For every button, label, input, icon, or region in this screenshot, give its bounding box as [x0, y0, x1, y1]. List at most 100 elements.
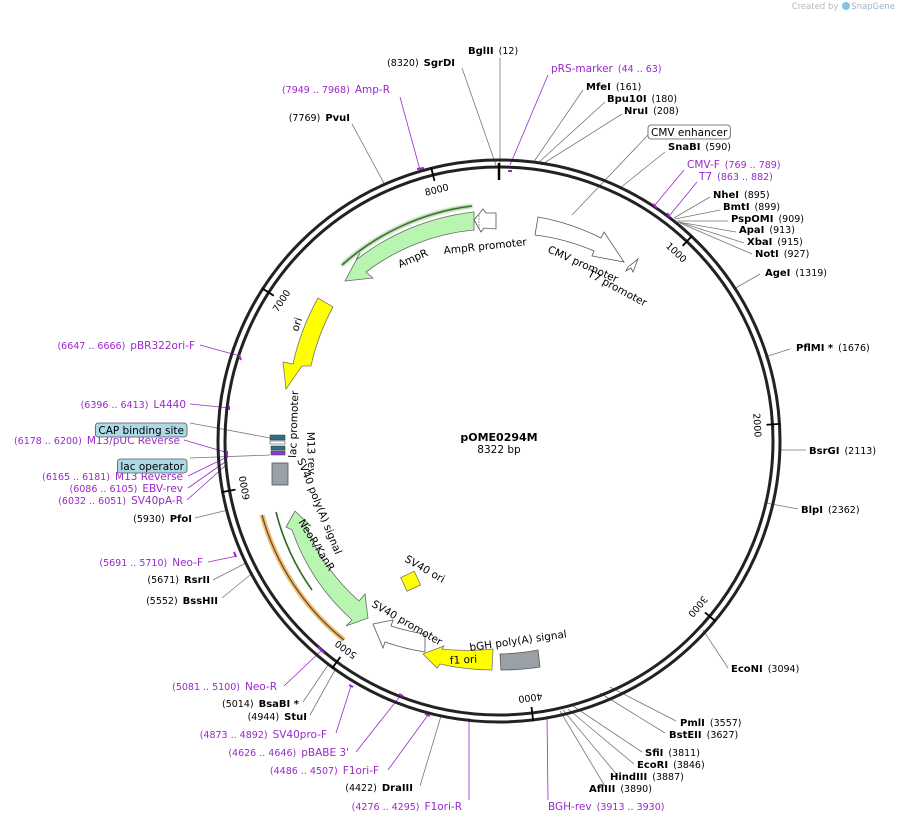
site-position-pbr322: (6647 .. 6666)	[57, 341, 125, 352]
site-name-apai: ApaI	[739, 225, 764, 236]
site-position-stui: (4944)	[248, 712, 280, 723]
site-label-f1orif[interactable]: (4486 .. 4507) F1ori-F	[270, 765, 379, 777]
site-position-bglii: (12)	[499, 46, 519, 57]
leader-f1orif	[387, 714, 429, 771]
site-position-noti: (927)	[784, 249, 810, 260]
site-label-mfei[interactable]: MfeI (161)	[586, 82, 641, 93]
site-label-sfii[interactable]: SfiI (3811)	[645, 748, 700, 759]
site-position-neof: (5691 .. 5710)	[99, 558, 167, 569]
site-label-pspomi[interactable]: PspOMI (909)	[731, 214, 804, 225]
feature-bgh-polya-box[interactable]	[499, 649, 541, 671]
feature-neor-arrow[interactable]	[285, 510, 369, 627]
site-label-neof[interactable]: (5691 .. 5710) Neo-F	[99, 557, 203, 569]
site-label-blpi[interactable]: BlpI (2362)	[801, 505, 860, 516]
primer-marks	[226, 167, 671, 717]
site-label-bsabi[interactable]: (5014) BsaBI *	[222, 699, 300, 710]
leader-stui	[309, 669, 336, 716]
features	[259, 205, 639, 671]
site-label-l4440[interactable]: (6396 .. 6413) L4440	[81, 399, 186, 411]
site-label-bmti[interactable]: BmtI (899)	[723, 202, 780, 213]
site-label-sv40par[interactable]: (6032 .. 6051) SV40pA-R	[58, 495, 183, 507]
feature-tag-cmvenh[interactable]: CMV enhancer	[651, 127, 728, 139]
site-label-bsshii[interactable]: (5552) BssHII	[146, 596, 218, 607]
feature-m13rev-box[interactable]	[270, 450, 286, 456]
site-label-m13rev[interactable]: (6165 .. 6181) M13 Reverse	[42, 471, 183, 483]
site-label-nrui[interactable]: NruI (208)	[624, 106, 679, 117]
site-position-pfoi: (5930)	[133, 514, 165, 525]
site-label-bpu10i[interactable]: Bpu10I (180)	[607, 94, 677, 105]
site-name-econi: EcoNI	[731, 664, 763, 675]
feature-t7-promoter-arrow[interactable]	[625, 257, 639, 273]
site-name-ampr-p: Amp-R	[355, 84, 390, 96]
site-label-sv40prof[interactable]: (4873 .. 4892) SV40pro-F	[200, 729, 327, 741]
feature-tag-cap[interactable]: CAP binding site	[98, 425, 184, 437]
site-label-m13puc[interactable]: (6178 .. 6200) M13/pUC Reverse	[14, 435, 180, 447]
feature-lac-promoter-box[interactable]	[269, 440, 286, 445]
site-label-nhei[interactable]: NheI (895)	[713, 190, 770, 201]
feature-cmv-promoter-arrow[interactable]	[534, 216, 625, 263]
feature-sv40-ori-box[interactable]	[400, 570, 422, 592]
site-position-nhei: (895)	[744, 190, 770, 201]
feature-ampr-arrow[interactable]	[344, 211, 475, 282]
feature-tag-laco[interactable]: lac operator	[120, 461, 184, 473]
tick-label-3000: 3000	[685, 593, 709, 619]
site-position-pbabe: (4626 .. 4646)	[228, 748, 296, 759]
site-label-bglii[interactable]: BglII (12)	[468, 46, 518, 57]
site-name-ebvrev: EBV-rev	[142, 483, 183, 495]
site-label-afliii[interactable]: AflIII (3890)	[589, 784, 652, 795]
site-label-ampr-p[interactable]: (7949 .. 7968) Amp-R	[282, 84, 390, 96]
site-name-agei: AgeI	[765, 268, 790, 279]
site-label-xbai[interactable]: XbaI (915)	[747, 237, 803, 248]
leader-blpi	[765, 502, 799, 510]
site-label-neor[interactable]: (5081 .. 5100) Neo-R	[172, 681, 277, 693]
site-label-bsrgi[interactable]: BsrGI (2113)	[809, 446, 876, 457]
site-name-bmti: BmtI	[723, 202, 750, 213]
site-label-t7[interactable]: T7 (863 .. 882)	[698, 171, 773, 183]
feature-ampr-promoter-arrow[interactable]	[473, 208, 497, 233]
site-label-ebvrev[interactable]: (6086 .. 6105) EBV-rev	[70, 483, 184, 495]
tick-label-6000: 6000	[238, 475, 253, 501]
leader-agei	[733, 273, 761, 290]
site-label-bghrev[interactable]: BGH-rev (3913 .. 3930)	[548, 801, 664, 813]
feature-lac-operator-box[interactable]	[270, 445, 286, 451]
leader-noti	[679, 222, 753, 255]
feature-f1ori-arrow[interactable]	[422, 645, 494, 671]
site-label-econi[interactable]: EcoNI (3094)	[731, 664, 799, 675]
feature-neo-outline-core	[261, 514, 345, 641]
leader-pmli	[609, 686, 677, 722]
feature-ori-arrow[interactable]	[282, 297, 334, 391]
site-label-pfoi[interactable]: (5930) PfoI	[133, 514, 192, 525]
feature-cap-box[interactable]	[269, 434, 286, 441]
site-label-cmvf[interactable]: CMV-F (769 .. 789)	[687, 159, 781, 171]
site-label-stui[interactable]: (4944) StuI	[248, 712, 307, 723]
site-name-m13puc: M13/pUC Reverse	[87, 435, 180, 447]
site-label-pvui[interactable]: (7769) PvuI	[289, 113, 350, 124]
site-label-pmli[interactable]: PmlI (3557)	[680, 718, 742, 729]
site-label-f1orir[interactable]: (4276 .. 4295) F1ori-R	[352, 801, 462, 813]
site-position-ecori: (3846)	[673, 760, 705, 771]
site-label-snabi[interactable]: SnaBI (590)	[668, 142, 731, 153]
site-label-agei[interactable]: AgeI (1319)	[765, 268, 827, 279]
site-label-bsteii[interactable]: BstEII (3627)	[669, 730, 738, 741]
site-label-pbabe[interactable]: (4626 .. 4646) pBABE 3'	[228, 747, 349, 759]
label-f1-ori: f1 ori	[450, 654, 478, 667]
leader-t7	[669, 181, 698, 216]
site-name-sv40par: SV40pA-R	[131, 495, 183, 507]
feature-sv40-promoter-arrow[interactable]	[372, 619, 426, 653]
site-label-rsrii[interactable]: (5671) RsrII	[147, 575, 210, 586]
site-label-sgrdi[interactable]: (8320) SgrDI	[387, 58, 455, 69]
site-label-pflmi[interactable]: PflMI * (1676)	[796, 343, 870, 354]
leader-cmvenh	[571, 134, 649, 216]
site-label-noti[interactable]: NotI (927)	[755, 249, 809, 260]
feature-sv40-polya-box[interactable]	[271, 462, 289, 486]
site-label-apai[interactable]: ApaI (913)	[739, 225, 795, 236]
site-label-prs[interactable]: pRS-marker (44 .. 63)	[551, 63, 662, 75]
site-label-hindiii[interactable]: HindIII (3887)	[610, 772, 684, 783]
site-label-pbr322[interactable]: (6647 .. 6666) pBR322ori-F	[57, 340, 195, 352]
site-label-draiii[interactable]: (4422) DraIII	[345, 783, 413, 794]
site-name-afliii: AflIII	[589, 784, 615, 795]
leader-pbr322	[199, 344, 241, 357]
backbone-outer	[216, 158, 782, 724]
site-label-ecori[interactable]: EcoRI (3846)	[637, 760, 705, 771]
feature-tag-box-laco	[116, 458, 188, 474]
